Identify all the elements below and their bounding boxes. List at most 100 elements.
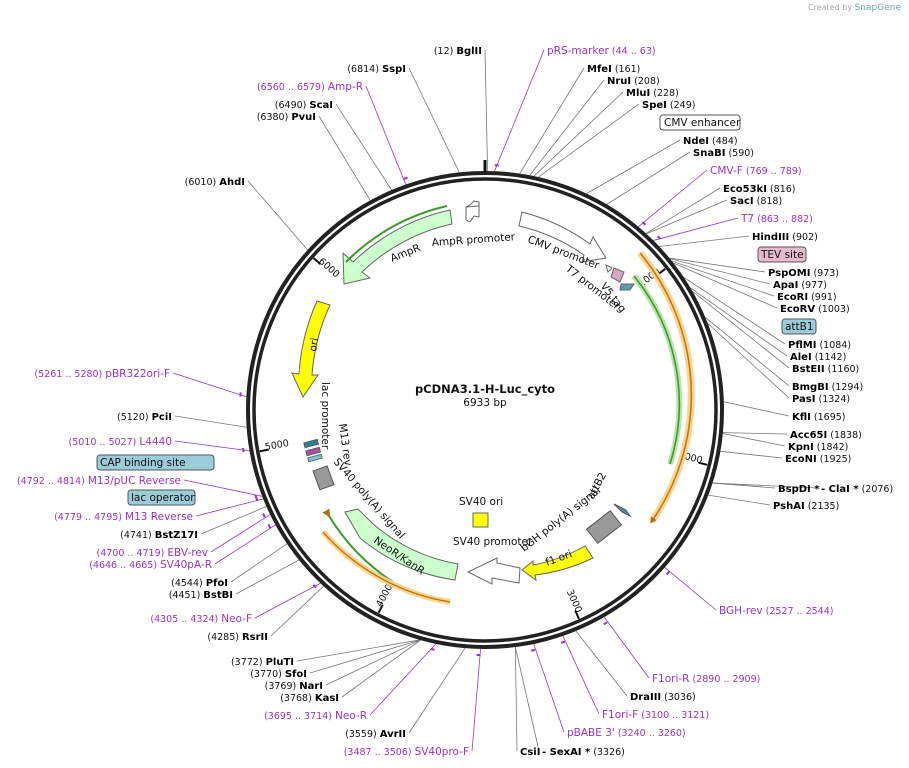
label-position: (2890 .. 2909) [689, 674, 760, 685]
site-label[interactable]: AleI (1142) [790, 352, 846, 363]
leader-line [705, 317, 790, 387]
lac-operator-feature[interactable] [307, 453, 323, 463]
sv40-polya-left-feature[interactable] [312, 465, 335, 491]
leader-line [562, 635, 600, 715]
tick-mark [698, 461, 708, 466]
leader-line [638, 169, 708, 228]
site-label[interactable]: CsiI [520, 747, 540, 758]
cap-binding-box[interactable] [96, 454, 215, 471]
site-label[interactable]: NdeI (484) [683, 136, 738, 147]
site-label[interactable]: PshAI (2135) [773, 501, 839, 512]
site-label[interactable]: (3772) PluTI [231, 657, 294, 668]
primer-label[interactable]: CMV-F (769 .. 789) [710, 165, 802, 177]
cmv-promoter-feature[interactable] [518, 211, 607, 263]
site-label[interactable]: (6814) SspI [347, 64, 406, 75]
site-label[interactable]: EcoRI (991) [777, 292, 837, 303]
site-label[interactable]: MfeI (161) [587, 64, 640, 75]
site-label[interactable]: (4544) PfoI [171, 578, 228, 589]
primer-label[interactable]: (4305 .. 4324) Neo-F [150, 613, 252, 625]
leader-line [471, 648, 481, 752]
site-label[interactable]: (6010) AhdI [185, 177, 245, 188]
site-label[interactable]: BmgBI (1294) [792, 382, 863, 393]
site-label[interactable]: (6490) ScaI [275, 100, 333, 111]
primer-label[interactable]: F1ori-R (2890 .. 2909) [652, 673, 760, 685]
lac-promoter-feature[interactable] [303, 438, 320, 449]
neor-kanr-feature[interactable] [344, 508, 459, 581]
tev-site-box[interactable] [757, 246, 807, 263]
site-label[interactable]: (6380) PvuI [257, 112, 316, 123]
label-position: (161) [612, 64, 641, 75]
site-label[interactable]: (3770) SfoI [250, 669, 307, 680]
primer-label[interactable]: T7 (863 .. 882) [740, 213, 813, 225]
primer-label[interactable]: BGH-rev (2527 .. 2544) [719, 605, 833, 617]
f1-ori-feature[interactable] [521, 545, 594, 582]
primer-label[interactable]: (4779 .. 4795) M13 Reverse [54, 511, 193, 523]
site-label[interactable]: PspOMI (973) [768, 268, 839, 279]
label-position: (3768) [280, 693, 315, 704]
site-label[interactable]: PflMI (1084) [788, 340, 851, 351]
site-label[interactable]: (4285) RsrII [207, 632, 268, 643]
cmv-enhancer-box[interactable] [659, 114, 741, 131]
attb1-box[interactable] [781, 318, 817, 335]
tev-site-feature[interactable] [619, 283, 635, 291]
site-label[interactable]: (5120) PciI [117, 412, 172, 423]
label-name: PvuI [291, 112, 316, 123]
label-name: - ClaI * [821, 484, 859, 495]
primer-label[interactable]: (3695 .. 3714) Neo-R [264, 710, 367, 722]
bgh-polya-feature[interactable] [585, 509, 623, 545]
site-label[interactable]: SnaBI (590) [693, 148, 754, 159]
site-label[interactable]: SacI (818) [730, 196, 782, 207]
site-label[interactable]: (4451) BstBI [169, 590, 233, 601]
label-name: KasI [315, 693, 339, 704]
site-label[interactable]: EcoRV (1003) [780, 304, 850, 315]
primer-label[interactable]: (6560 .. 6579) Amp-R [257, 81, 363, 93]
primer-label[interactable]: (4792 .. 4814) M13/pUC Reverse [17, 475, 181, 487]
site-label[interactable]: ApaI (977) [773, 280, 827, 291]
attb2-feature[interactable] [613, 503, 632, 518]
ori-feature[interactable] [291, 300, 331, 399]
primer-label[interactable]: (5261 .. 5280) pBR322ori-F [34, 368, 170, 380]
site-label[interactable]: - ClaI * (2076) [821, 484, 893, 495]
ampr-feature[interactable] [342, 209, 453, 285]
site-label[interactable]: (3559) AvrII [345, 729, 406, 740]
leader-line [533, 643, 565, 733]
primer-label[interactable]: (5010 .. 5027) L4440 [69, 436, 172, 448]
primer-label[interactable]: pRS-marker (44 .. 63) [547, 45, 656, 57]
site-label[interactable]: (3768) KasI [280, 693, 339, 704]
site-label[interactable]: BstEII (1160) [792, 364, 859, 375]
site-label[interactable]: KpnI (1842) [788, 442, 848, 453]
sv40-ori-feature[interactable] [472, 512, 489, 528]
site-label[interactable]: Acc65I (1838) [790, 430, 862, 441]
site-label[interactable]: NruI (208) [607, 76, 660, 87]
site-label[interactable]: HindIII (902) [752, 232, 818, 243]
site-label[interactable]: - SexAI * (3326) [542, 747, 625, 758]
site-label[interactable]: (4741) BstZ17I [120, 530, 198, 541]
site-label[interactable]: (12) BglII [434, 46, 482, 57]
site-label[interactable]: DraIII (3036) [630, 692, 696, 703]
label-position: (3769) [265, 681, 300, 692]
t7-promoter-feature[interactable] [605, 264, 613, 273]
site-label[interactable]: KflI (1695) [792, 412, 846, 423]
site-label[interactable]: BspDI * [778, 484, 820, 495]
primer-label[interactable]: pBABE 3' (3240 .. 3260) [567, 727, 686, 739]
primer-label[interactable]: F1ori-F (3100 .. 3121) [602, 709, 709, 721]
site-label[interactable]: PasI (1324) [792, 394, 850, 405]
label-position: (4700 .. 4719) [96, 548, 167, 559]
sv40-promoter-feature[interactable] [466, 557, 521, 585]
leader-line [183, 479, 263, 497]
label-name: ScaI [309, 100, 333, 111]
site-label[interactable]: MluI (228) [626, 88, 679, 99]
v5-tag-feature[interactable] [610, 267, 625, 283]
site-label[interactable]: (3769) NarI [265, 681, 323, 692]
primer-label[interactable]: (4700 .. 4719) EBV-rev [96, 547, 208, 559]
site-label[interactable]: SpeI (249) [642, 100, 695, 111]
ampr-promoter-feature[interactable] [465, 200, 480, 223]
cap-binding-feature[interactable] [305, 446, 322, 457]
primer-label[interactable]: (4646 .. 4665) SV40pA-R [89, 559, 212, 571]
primer-label[interactable]: (3487 .. 3506) SV40pro-F [344, 746, 469, 758]
lac-operator-box[interactable] [127, 489, 196, 506]
leader-line [529, 79, 605, 176]
site-label[interactable]: Eco53kI (816) [723, 184, 796, 195]
site-label[interactable]: EcoNI (1925) [785, 454, 851, 465]
label-position: (4792 .. 4814) [17, 476, 88, 487]
